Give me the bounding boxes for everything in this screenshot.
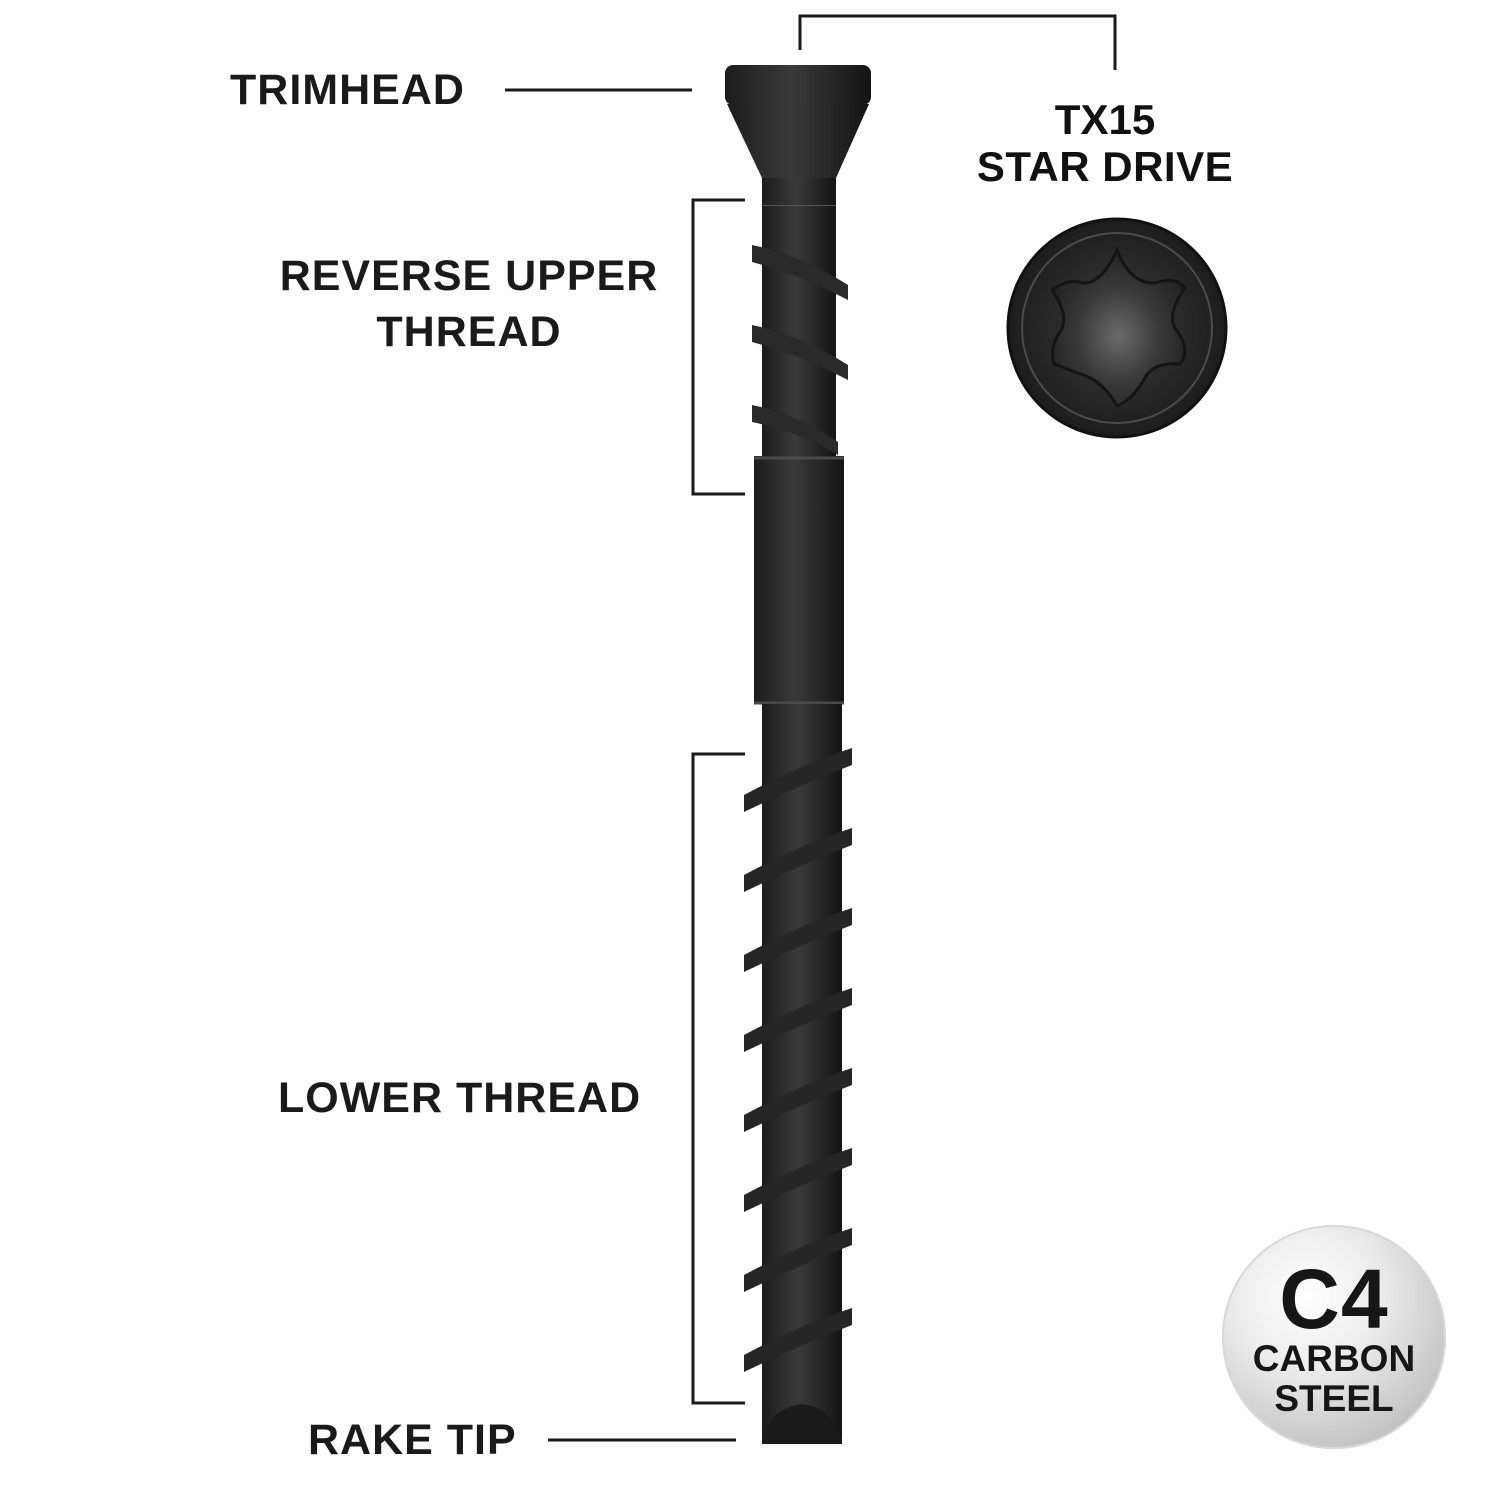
- lower-thread-label: LOWER THREAD: [278, 1074, 642, 1122]
- material-line1: CARBON: [1252, 1338, 1416, 1379]
- trimhead-label: TRIMHEAD: [230, 66, 465, 114]
- upper-thread-part: [752, 206, 848, 456]
- reverse-upper-thread-line2: THREAD: [376, 308, 562, 356]
- reverse-upper-thread-label: REVERSE UPPER THREAD: [262, 248, 676, 360]
- reverse-upper-thread-line1: REVERSE UPPER: [279, 252, 659, 300]
- drive-type-label: TX15 STAR DRIVE: [930, 98, 1280, 192]
- trimhead-part: [725, 65, 871, 208]
- leader-lines: [505, 14, 1117, 1442]
- smooth-shank-part: [754, 456, 844, 705]
- lower-thread-part: [744, 704, 852, 1444]
- drive-size: TX15: [1054, 96, 1156, 143]
- drive-type: STAR DRIVE: [976, 143, 1234, 190]
- material-badge: C4 CARBON STEEL: [1222, 1225, 1446, 1449]
- lower-thread-bracket: [691, 752, 745, 1405]
- upper-thread-bracket: [691, 198, 745, 496]
- coating-grade: C4: [1279, 1252, 1389, 1346]
- rake-tip-label: RAKE TIP: [308, 1416, 517, 1464]
- star-drive-recess-icon: [1006, 217, 1228, 439]
- drive-bracket: [798, 14, 1117, 70]
- material-line2: STEEL: [1274, 1378, 1394, 1419]
